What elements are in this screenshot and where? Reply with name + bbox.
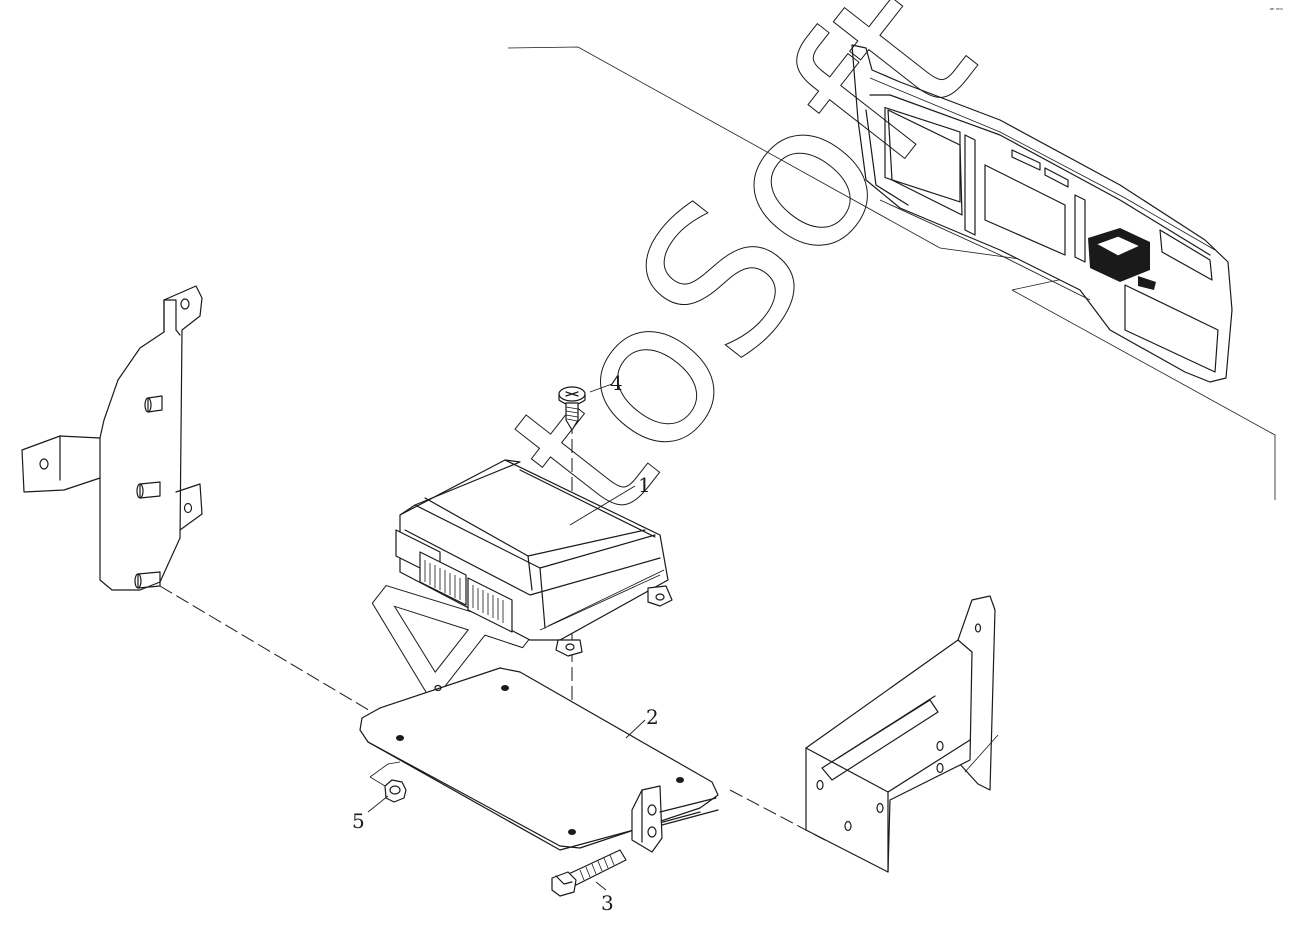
callout-5: 5: [352, 809, 365, 833]
control-module-part-1: [395, 459, 673, 657]
bolt-part-3: [551, 849, 627, 897]
callout-4: 4: [610, 371, 623, 395]
watermark: AutoSoft: [306, 0, 1018, 768]
callout-3: 3: [601, 891, 614, 915]
callout-leaders: [367, 383, 646, 891]
callout-labels: 4 1 2 3 5: [352, 371, 659, 915]
mounting-plate-part-2: [359, 667, 719, 853]
left-mounting-bracket: [21, 285, 203, 591]
screw-part-4: [558, 386, 586, 431]
corner-mark: ꟹ ⁿⁿⁿ: [1270, 7, 1284, 14]
right-support-bracket: [805, 595, 999, 873]
callout-1: 1: [638, 473, 651, 497]
connector-pins: [424, 560, 504, 623]
inset-module-highlight: [1088, 228, 1156, 290]
callout-2: 2: [646, 705, 659, 729]
vehicle-body-panel-inset: [851, 44, 1233, 383]
nut-part-5: [369, 761, 407, 803]
